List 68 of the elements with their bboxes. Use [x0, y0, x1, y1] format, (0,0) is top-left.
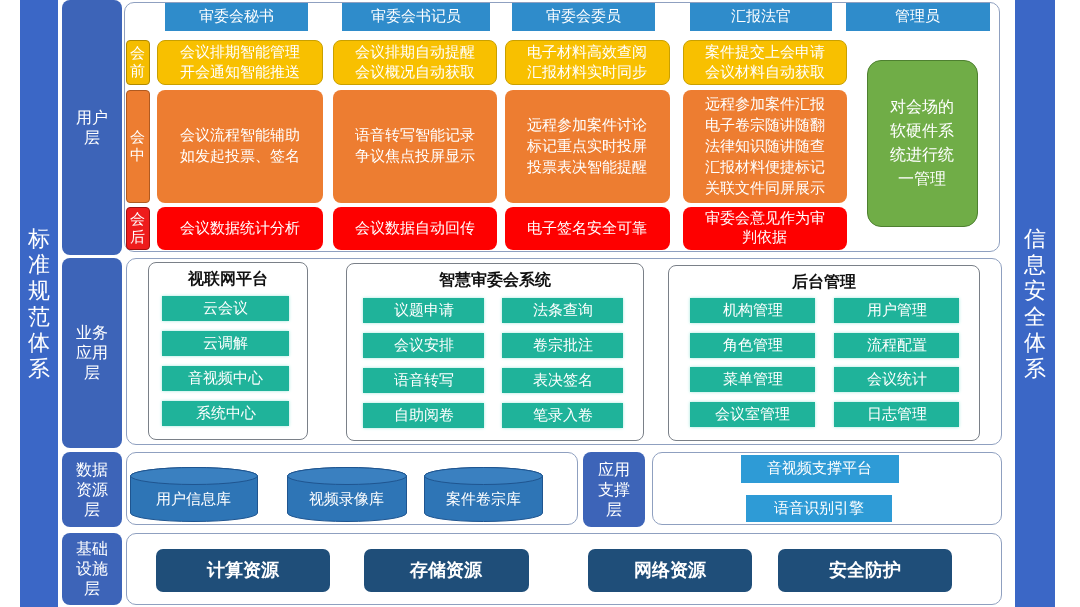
panel-title: 后台管理	[790, 271, 857, 293]
role-header: 审委会委员	[511, 2, 655, 31]
module-item: 笔录入卷	[502, 403, 623, 428]
layer-label: 数据资源层	[62, 452, 122, 527]
phase-label: 会后	[125, 206, 150, 250]
module-item: 云调解	[162, 331, 289, 356]
module-item: 流程配置	[834, 333, 959, 358]
panel-title: 视联网平台	[186, 268, 269, 290]
layer-label: 应用支撑层	[583, 452, 645, 527]
module-item: 自助阅卷	[363, 403, 484, 428]
feature-box: 会议流程智能辅助如发起投票、签名	[156, 89, 323, 203]
module-item: 议题申请	[363, 298, 484, 323]
database-cylinder: 用户信息库	[129, 466, 258, 522]
module-item: 会议统计	[834, 367, 959, 392]
phase-label: 会中	[125, 89, 150, 203]
module-item: 系统中心	[162, 401, 289, 426]
feature-box: 对会场的软硬件系统进行统一管理	[866, 59, 978, 227]
layer-label: 基础设施层	[62, 533, 122, 605]
feature-box: 会议数据统计分析	[156, 206, 323, 250]
role-header: 汇报法官	[689, 2, 832, 31]
module-item: 卷宗批注	[502, 333, 623, 358]
resource-block: 存储资源	[363, 548, 529, 592]
module-item: 日志管理	[834, 402, 959, 427]
module-item: 用户管理	[834, 298, 959, 323]
feature-box: 会议排期自动提醒会议概况自动获取	[332, 39, 497, 85]
feature-box: 审委会意见作为审判依据	[682, 206, 847, 250]
resource-block: 安全防护	[777, 548, 952, 592]
layer-panel	[126, 258, 1002, 445]
layer-panel	[126, 452, 578, 525]
feature-box: 远程参加案件汇报电子卷宗随讲随翻法律知识随讲随查汇报材料便捷标记关联文件同屏展示	[682, 89, 847, 203]
feature-box: 案件提交上会申请会议材料自动获取	[682, 39, 847, 85]
module-item: 音视频中心	[162, 366, 289, 391]
feature-box: 会议排期智能管理开会通知智能推送	[156, 39, 323, 85]
panel-title: 智慧审委会系统	[437, 269, 552, 291]
layer-panel	[124, 2, 1000, 252]
layer-panel	[126, 533, 1002, 605]
side-band: 标准规范体系	[20, 0, 58, 607]
feature-box: 电子签名安全可靠	[504, 206, 670, 250]
module-panel	[667, 264, 980, 441]
module-item: 会议室管理	[690, 402, 815, 427]
module-item: 机构管理	[690, 298, 815, 323]
resource-block: 计算资源	[155, 548, 330, 592]
role-header: 管理员	[845, 2, 990, 31]
layer-panel	[652, 452, 1002, 525]
support-item: 音视频支撑平台	[740, 454, 899, 483]
phase-label: 会前	[125, 39, 150, 85]
module-item: 语音转写	[363, 368, 484, 393]
role-header: 审委会秘书	[164, 2, 308, 31]
layer-label: 用户层	[62, 0, 122, 255]
database-cylinder: 视频录像库	[286, 466, 407, 522]
feature-box: 会议数据自动回传	[332, 206, 497, 250]
module-item: 表决签名	[502, 368, 623, 393]
feature-box: 电子材料高效查阅汇报材料实时同步	[504, 39, 670, 85]
support-item: 语音识别引擎	[745, 494, 892, 522]
module-item: 菜单管理	[690, 367, 815, 392]
layer-label: 业务应用层	[62, 258, 122, 448]
role-header: 审委会书记员	[341, 2, 490, 31]
resource-block: 网络资源	[587, 548, 752, 592]
module-item: 云会议	[162, 296, 289, 321]
feature-box: 语音转写智能记录争议焦点投屏显示	[332, 89, 497, 203]
feature-box: 远程参加案件讨论标记重点实时投屏投票表决智能提醒	[504, 89, 670, 203]
module-panel	[345, 262, 644, 441]
module-item: 法条查询	[502, 298, 623, 323]
module-item: 角色管理	[690, 333, 815, 358]
database-cylinder: 案件卷宗库	[423, 466, 543, 522]
side-band: 信息安全体系	[1015, 0, 1055, 607]
module-panel	[147, 261, 308, 440]
module-item: 会议安排	[363, 333, 484, 358]
